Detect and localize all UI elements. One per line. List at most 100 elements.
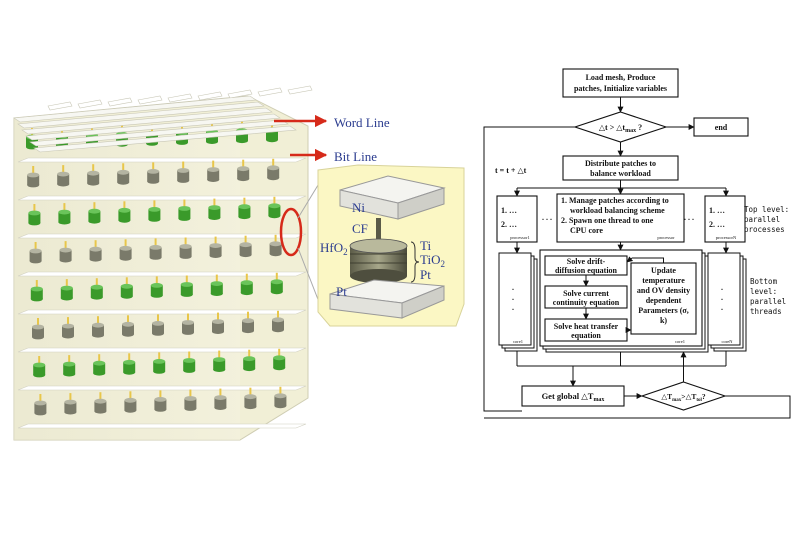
cell-pin: [243, 197, 246, 208]
cell-bottom: [236, 138, 248, 144]
cell-body: [60, 288, 73, 299]
cell-top: [64, 399, 77, 405]
cell-pin: [245, 273, 248, 284]
cell-top: [242, 318, 254, 324]
cell-top: [209, 243, 222, 249]
cell-bottom: [179, 254, 192, 259]
word-line: [77, 99, 103, 109]
ellipsis-left: . . .: [542, 213, 552, 222]
word-line: [107, 97, 133, 107]
cell-pin: [95, 278, 98, 289]
load-mesh-box: [562, 68, 679, 98]
cell-pin: [32, 166, 35, 176]
cell-top: [184, 396, 197, 401]
update-box: [630, 262, 697, 335]
highlight-ellipse: [279, 207, 303, 257]
processorN-item-1: 1. …: [709, 206, 725, 215]
cell-pin: [69, 393, 72, 404]
cell-top: [182, 320, 194, 325]
cell-bottom: [210, 291, 223, 296]
cell-top: [28, 210, 41, 216]
cell-pin: [214, 236, 217, 247]
cell-body: [178, 208, 191, 219]
cell-bottom: [152, 331, 164, 336]
distribute-line-1: Distribute patches to: [585, 159, 656, 168]
cell-top: [118, 207, 131, 213]
cell-bottom: [237, 176, 250, 182]
word-line-rail: [25, 113, 281, 141]
processorN-label: processorN: [716, 235, 737, 240]
cell-pin: [271, 120, 273, 131]
loop-line-return: [484, 395, 791, 419]
cell-body: [269, 243, 282, 254]
cell-body: [154, 399, 167, 410]
manage-line-4: CPU core: [570, 226, 603, 235]
cell-top: [212, 319, 224, 324]
memory-cells: [26, 120, 287, 416]
cell-top: [89, 246, 102, 252]
cell-bottom: [267, 175, 280, 181]
word-line-label: Word Line: [334, 115, 390, 130]
cell-body: [57, 174, 70, 185]
svg-text:.: .: [721, 303, 723, 312]
manage-line-2: workload balancing scheme: [570, 206, 665, 215]
cell-top: [237, 166, 250, 172]
cell-bottom: [177, 178, 190, 183]
cell-body: [273, 357, 286, 368]
cell-pin: [99, 392, 102, 403]
cell-bottom: [92, 332, 104, 338]
word-lines: [13, 85, 313, 153]
current-line-1: Solve current: [563, 289, 609, 298]
core1-label-left: core1: [513, 339, 523, 344]
cell-pin: [129, 391, 132, 402]
cell-body: [149, 247, 162, 258]
word-line: [197, 91, 223, 101]
cell-top: [269, 241, 282, 247]
heat-line-1: Solve heat transfer: [554, 322, 619, 331]
drift-line-2: diffusion equation: [555, 266, 618, 275]
update-line-2: temperature: [642, 276, 685, 285]
cell-pin: [274, 234, 277, 245]
cf-label: CF: [352, 221, 368, 236]
cell-bottom: [182, 330, 194, 335]
distribute-line-2: balance workload: [590, 169, 651, 178]
cell-top: [120, 283, 133, 289]
cell-bottom: [213, 367, 226, 372]
cell-bottom: [32, 334, 44, 340]
rram-cell-detail: Ni CF HfO2 Ti TiO2 Pt Pt: [317, 164, 465, 327]
cell-pin: [123, 201, 126, 212]
cell-top: [154, 397, 167, 402]
cell-top: [207, 167, 220, 173]
bit-lines: [17, 157, 307, 429]
bit-line: [17, 271, 307, 277]
cell-body: [237, 168, 250, 179]
cell-bottom: [212, 329, 224, 334]
cell-bottom: [214, 405, 227, 410]
thread-stack-right: . . . coreN: [707, 252, 747, 352]
cell-pin: [183, 199, 186, 210]
cell-top: [153, 359, 166, 364]
cell-top: [268, 203, 281, 209]
cell-bottom: [148, 217, 161, 222]
cell-body: [242, 320, 254, 331]
cell-pin: [98, 354, 101, 365]
tio2-label: TiO2: [420, 252, 445, 269]
cell-top: [238, 204, 251, 210]
cell-body: [62, 326, 74, 337]
cell-body: [32, 327, 44, 337]
update-line-1: Update: [651, 266, 676, 275]
cell-body: [89, 249, 102, 260]
cell-top: [30, 286, 43, 292]
cell-top: [93, 360, 106, 366]
cell-bottom: [64, 409, 77, 415]
cell-pin: [273, 196, 276, 207]
cell-body: [150, 285, 163, 296]
crossbar-array: [13, 85, 313, 441]
cell-top: [150, 283, 163, 288]
cell-top: [183, 358, 196, 363]
cell-pin: [62, 165, 65, 176]
cell-bottom: [87, 180, 100, 186]
cell-body: [267, 167, 280, 178]
cell-bottom: [183, 368, 196, 373]
